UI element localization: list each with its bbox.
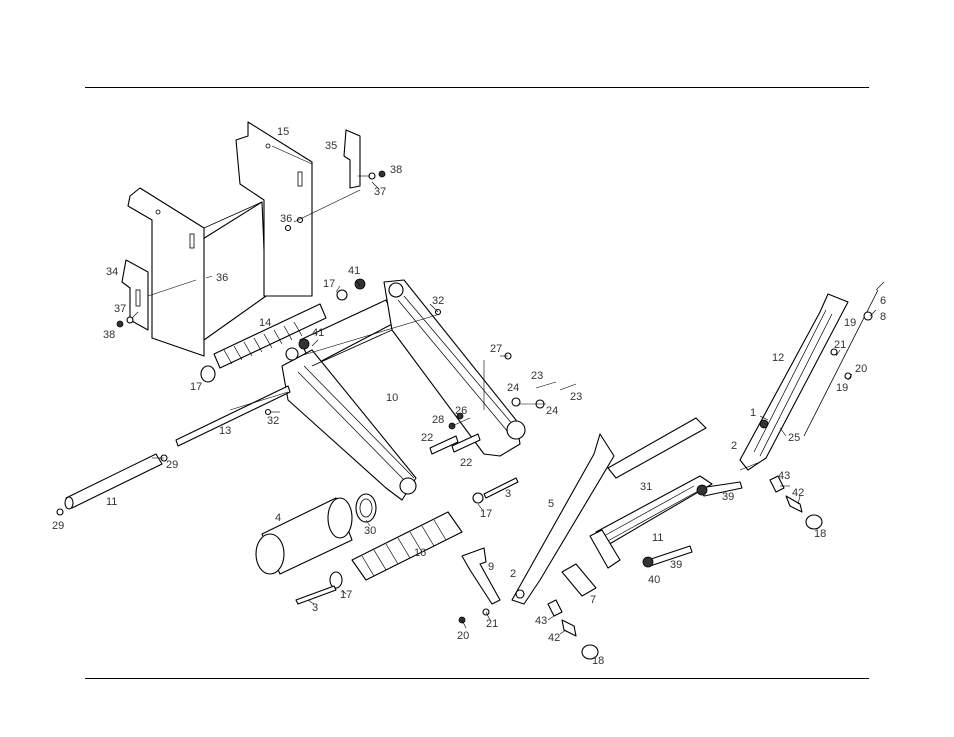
callout-1: 1 [750,407,756,419]
callout-25: 25 [788,432,800,444]
bar-7 [561,563,597,597]
blade-31 [589,475,713,569]
callout-31: 31 [640,481,652,493]
callout-3-upper: 3 [505,488,511,500]
callout-8: 8 [880,311,886,323]
callout-24-a: 24 [507,382,519,394]
callout-19-mid: 19 [836,382,848,394]
roller-14 [200,303,327,383]
bracket-35 [343,129,361,189]
bracket-34 [121,259,149,331]
callout-40: 40 [648,574,660,586]
callout-22-a: 22 [421,432,433,444]
callout-16: 16 [414,547,426,559]
roller-16 [329,511,463,589]
handle-39-lower [642,545,693,568]
motor-4 [255,497,353,575]
pins-22 [429,433,481,455]
callout-17-left: 17 [190,381,202,393]
top-rule [85,87,869,88]
callout-2-left: 2 [510,568,516,580]
shaft-13 [175,385,291,447]
callout-23-a: 23 [531,370,543,382]
bottom-rule [85,678,869,679]
side-frame-10 [281,279,526,501]
callout-30: 30 [364,525,376,537]
callout-7: 7 [590,594,596,606]
callout-3-lower: 3 [312,602,318,614]
callout-17-bottom: 17 [340,589,352,601]
callout-11-left: 11 [106,496,117,508]
callout-41-top: 41 [348,265,360,277]
callout-22-b: 22 [460,457,472,469]
washer-20-21 [458,608,490,624]
callout-4: 4 [275,512,281,524]
link-9 [461,547,501,605]
callout-18-lower: 18 [592,655,604,667]
callout-11-right: 11 [652,532,663,544]
callout-12: 12 [772,352,784,364]
knob-18-lower [547,599,599,660]
callout-38-left: 38 [103,329,115,341]
handle-39-upper [696,481,743,497]
callout-39-top: 39 [722,491,734,503]
callout-34: 34 [106,266,118,278]
arm-5 [511,417,707,605]
callout-17-mid: 17 [480,508,492,520]
arm-12 [739,289,879,471]
callout-39-lower: 39 [670,559,682,571]
callout-23-b: 23 [570,391,582,403]
callout-18-right: 18 [814,528,826,540]
knob-18-right [769,475,823,530]
callout-29-mid: 29 [166,459,178,471]
callout-14: 14 [259,317,271,329]
callout-42-right: 42 [792,487,804,499]
callout-27: 27 [490,343,502,355]
callout-43-lower: 43 [535,615,547,627]
callout-20-right: 20 [855,363,867,375]
callout-labels: 1 2 2 3 3 4 5 6 7 8 9 10 11 11 12 13 14 … [52,126,886,667]
callout-37-left: 37 [114,303,126,315]
callout-38-top: 38 [390,164,402,176]
roller-11 [64,453,163,510]
callout-43-right: 43 [778,470,790,482]
callout-21-lower: 21 [486,618,498,630]
shaft-3-lower [295,585,337,605]
callout-26: 26 [455,405,467,417]
callout-36-left: 36 [216,272,228,284]
callout-29-left: 29 [52,520,64,532]
shaft-3-upper [483,477,519,499]
callout-6: 6 [880,295,886,307]
callout-32-mid: 32 [267,415,279,427]
callout-2-right: 2 [731,440,737,452]
leader-lines [131,145,885,635]
callout-21-right: 21 [834,339,846,351]
callout-13: 13 [219,425,231,437]
callout-37-top: 37 [374,186,386,198]
callout-42-lower: 42 [548,632,560,644]
callout-36-top: 36 [280,213,292,225]
callout-41-mid: 41 [312,327,324,339]
callout-15: 15 [277,126,289,138]
callout-10: 10 [386,392,398,404]
callout-20-lower: 20 [457,630,469,642]
callout-19-top: 19 [844,317,856,329]
callout-32-top: 32 [432,295,444,307]
callout-35: 35 [325,140,337,152]
mounting-bracket-15 [127,121,313,357]
callout-17-top: 17 [323,278,335,290]
callout-5: 5 [548,498,554,510]
callout-28: 28 [432,414,444,426]
gear-30 [355,493,377,523]
callout-24-b: 24 [546,405,558,417]
callout-9: 9 [488,561,494,573]
